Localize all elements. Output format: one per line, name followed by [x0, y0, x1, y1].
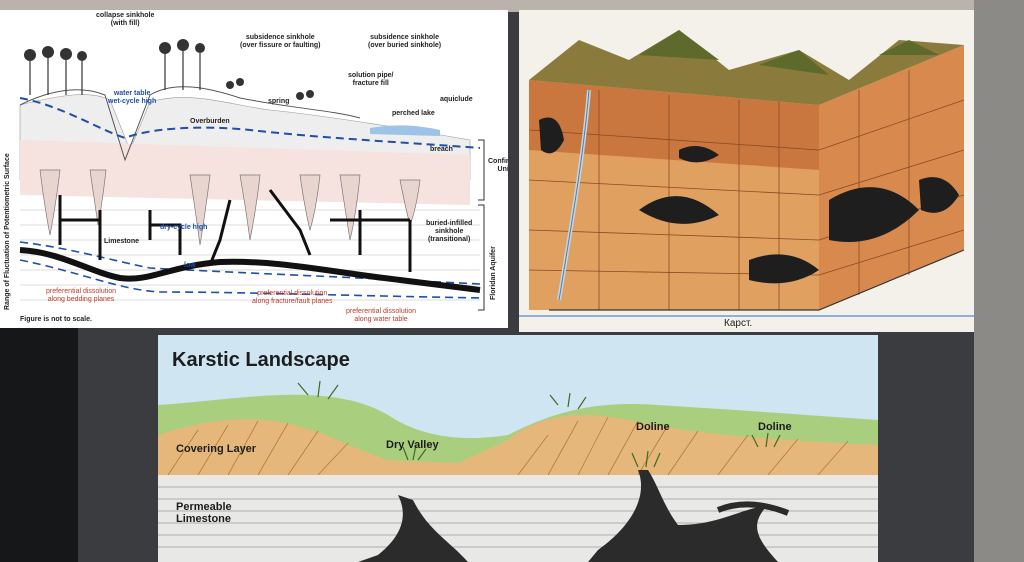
- label-aquiclude: aquiclude: [440, 96, 473, 103]
- label-low: low: [184, 262, 196, 269]
- label-range-fluctuation: Range of Fluctuation of Potentiometric S…: [4, 153, 11, 310]
- label-pref-water-table: preferential dissolution along water tab…: [346, 308, 417, 323]
- landscape-title: Karstic Landscape: [172, 349, 350, 371]
- sinkhole-diagram-graphic: [19, 39, 485, 311]
- label-limestone: Limestone: [104, 238, 140, 245]
- karstic-landscape-diagram: Karstic Landscape Covering Layer Dry Val…: [158, 335, 878, 562]
- label-pref-bedding: preferential dissolution along bedding p…: [46, 288, 117, 303]
- background-right: [974, 0, 1024, 562]
- label-doline-1: Doline: [636, 421, 670, 433]
- label-permeable-limestone: Permeable Limestone: [176, 501, 232, 525]
- label-buried-sinkhole: buried-infilled sinkhole (transitional): [426, 220, 473, 243]
- label-covering-layer: Covering Layer: [176, 443, 257, 455]
- label-collapse-sinkhole: collapse sinkhole (with fill): [96, 12, 155, 27]
- label-breach: breach: [430, 146, 453, 153]
- label-overburden: Overburden: [190, 118, 230, 125]
- label-water-table-high: water table wet-cycle high: [108, 90, 157, 105]
- karstic-landscape-graphic: [158, 380, 878, 562]
- label-subsidence-fissure: subsidence sinkhole (over fissure or fau…: [240, 34, 321, 49]
- karst-block-graphic: [519, 30, 974, 317]
- background-top: [0, 0, 1024, 12]
- label-subsidence-buried: subsidence sinkhole (over buried sinkhol…: [368, 34, 442, 49]
- label-spring: spring: [268, 98, 290, 105]
- label-dry-cycle-high: dry-cycle high: [160, 224, 208, 231]
- sinkhole-cross-section-diagram: collapse sinkhole (with fill) subsidence…: [0, 10, 508, 328]
- label-not-to-scale: Figure is not to scale.: [20, 316, 92, 323]
- label-dry-valley: Dry Valley: [386, 439, 439, 451]
- karst-block-illustration: Карст.: [519, 10, 974, 332]
- label-pref-fracture: preferential dissolution along fracture/…: [252, 290, 333, 305]
- label-confining-unit: Confining Unit: [488, 158, 508, 173]
- karst-caption: Карст.: [724, 318, 753, 329]
- label-floridan-aquifer: Floridan Aquifer: [490, 246, 497, 300]
- label-perched-lake: perched lake: [392, 110, 435, 117]
- label-doline-2: Doline: [758, 421, 792, 433]
- label-solution-pipe: solution pipe/ fracture fill: [348, 72, 394, 87]
